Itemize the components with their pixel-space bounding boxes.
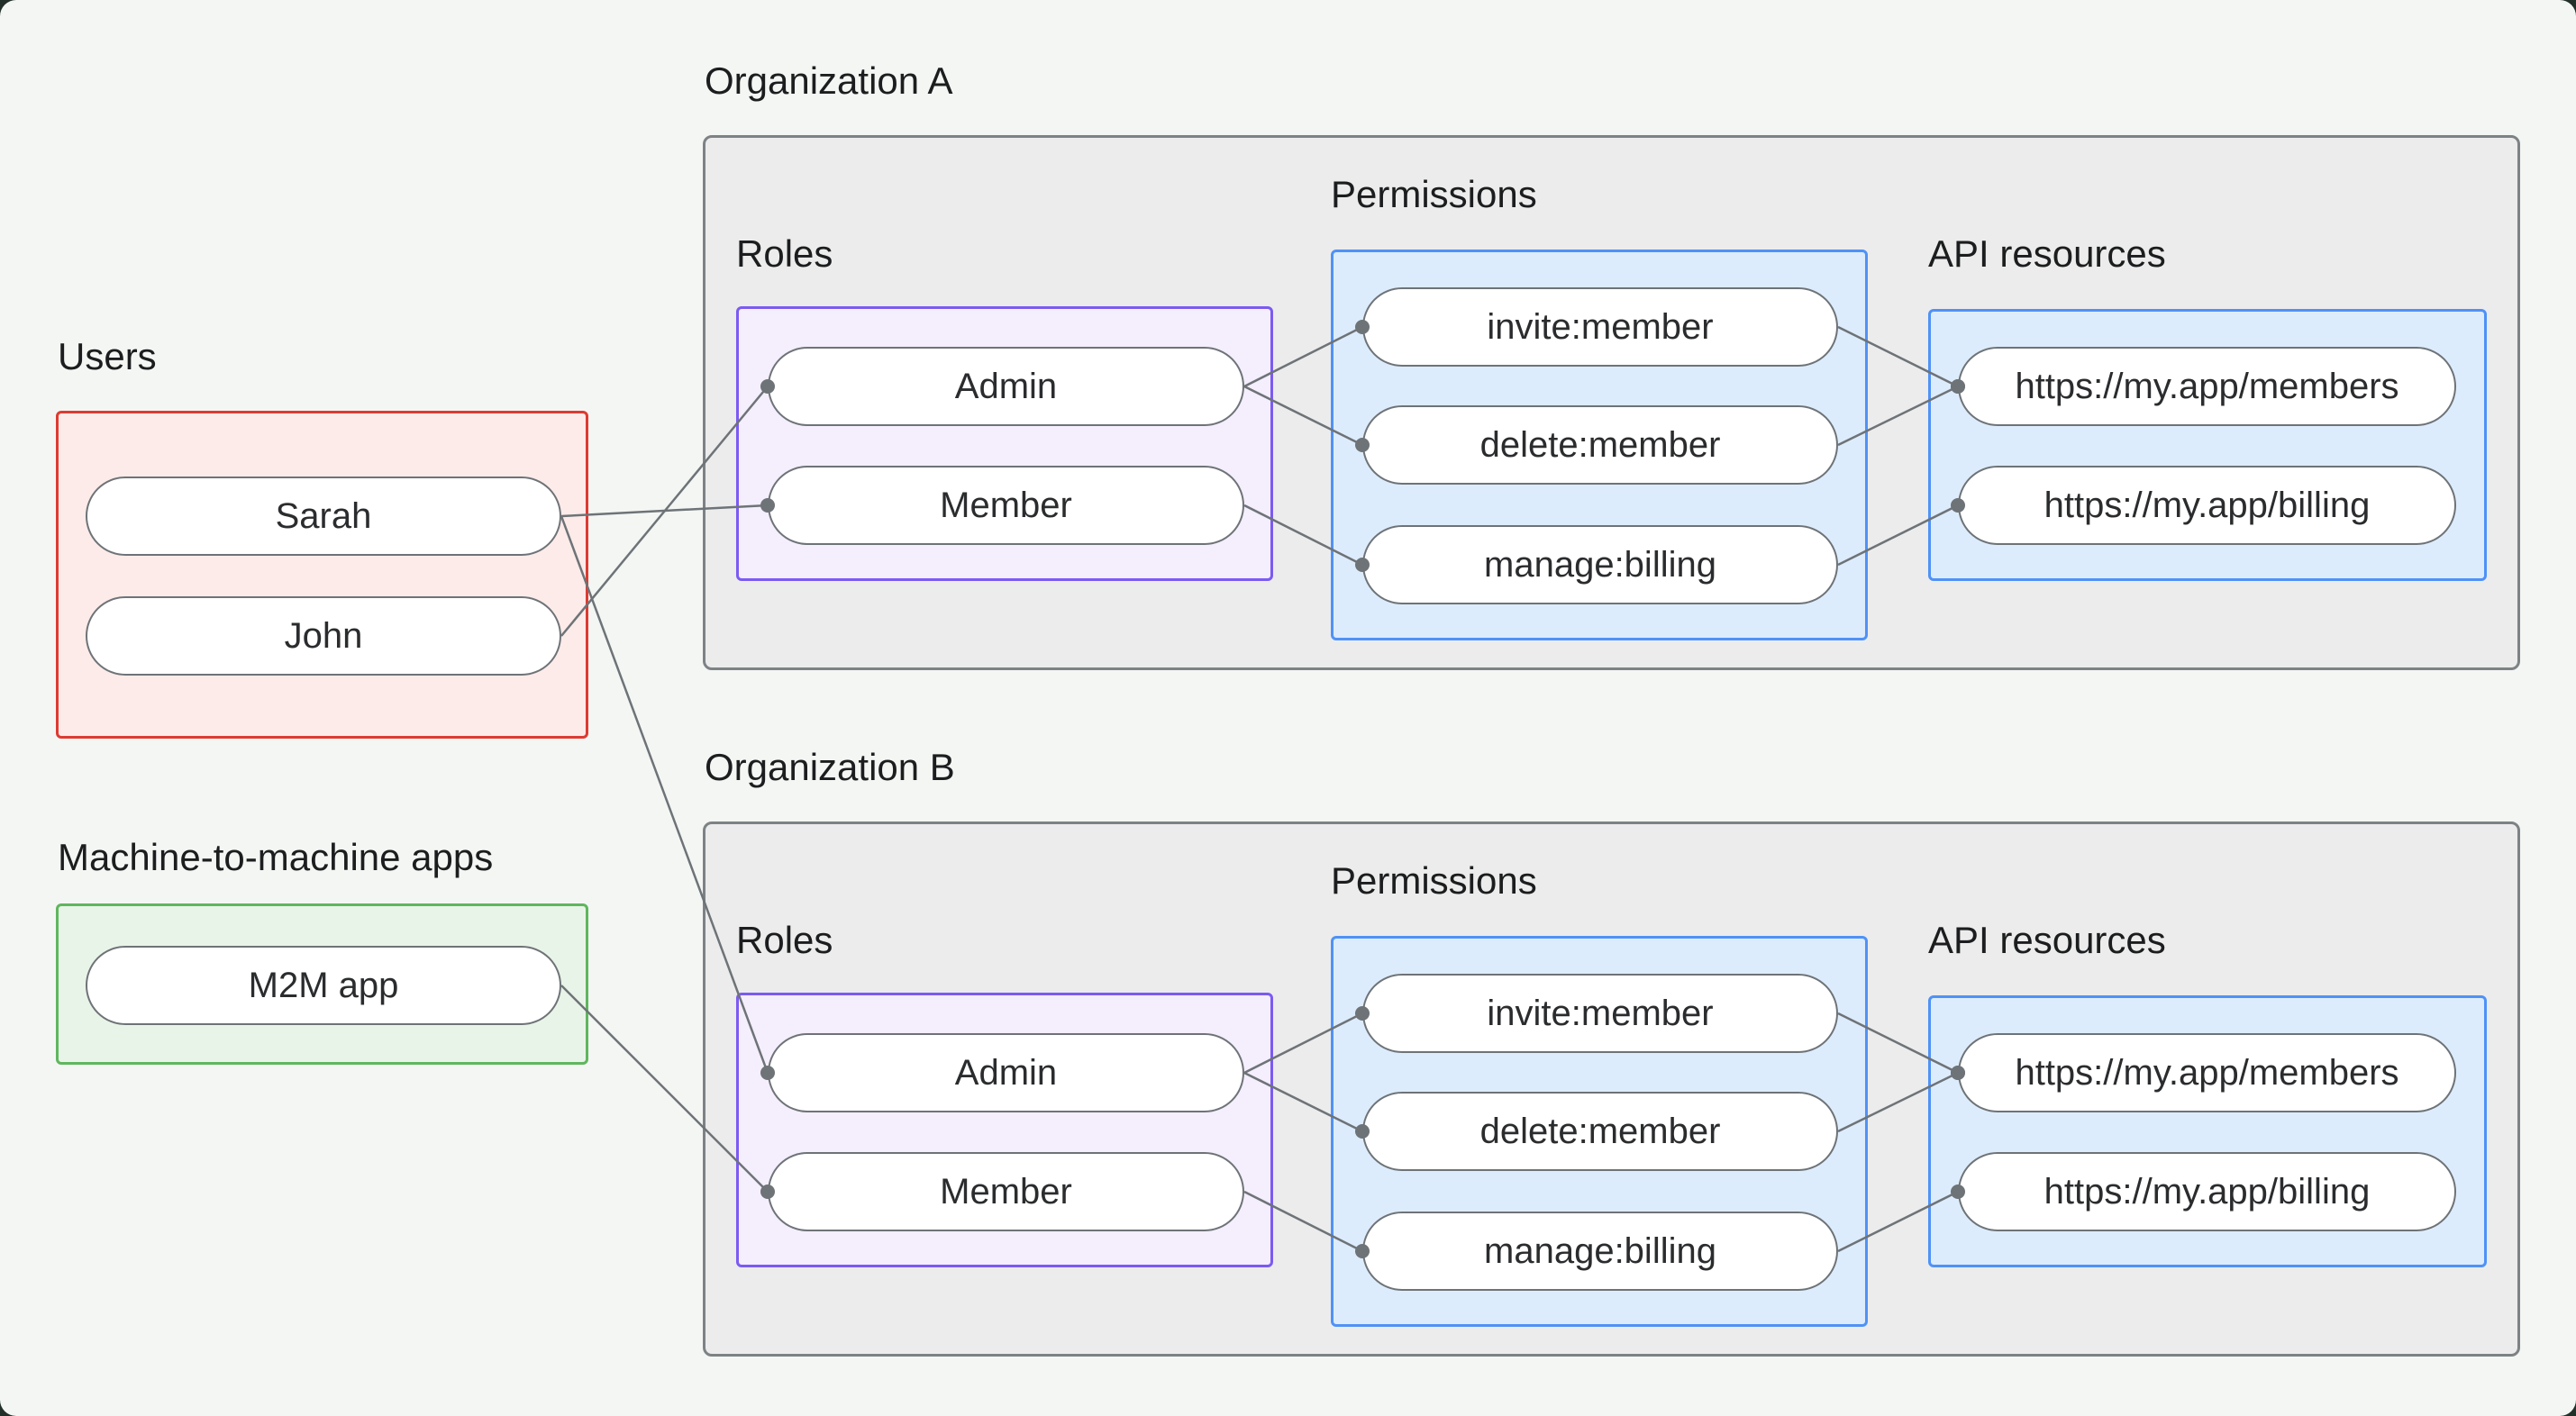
org-b-roles-title: Roles: [736, 919, 833, 961]
org-a-title: Organization A: [705, 59, 953, 102]
org-a-roles-title: Roles: [736, 232, 833, 275]
org-b-api-resources-title: API resources: [1928, 919, 2166, 961]
node-org-b-permission-delete: delete:member: [1362, 1092, 1838, 1171]
org-a-api-resources-title: API resources: [1928, 232, 2166, 275]
node-org-b-api-billing: https://my.app/billing: [1958, 1152, 2456, 1231]
node-m2m-app: M2M app: [86, 946, 561, 1025]
org-a-permissions-title: Permissions: [1331, 173, 1537, 215]
users-group-title: Users: [58, 335, 157, 377]
node-org-b-permission-invite: invite:member: [1362, 974, 1838, 1053]
node-org-a-permission-manage: manage:billing: [1362, 525, 1838, 604]
node-user-john: John: [86, 596, 561, 676]
node-org-b-role-member: Member: [768, 1152, 1244, 1231]
m2m-group-title: Machine-to-machine apps: [58, 836, 494, 878]
node-org-a-role-member: Member: [768, 466, 1244, 545]
node-org-a-api-billing: https://my.app/billing: [1958, 466, 2456, 545]
node-org-a-permission-invite: invite:member: [1362, 287, 1838, 367]
node-org-b-role-admin: Admin: [768, 1033, 1244, 1112]
node-user-sarah: Sarah: [86, 477, 561, 556]
node-org-a-permission-delete: delete:member: [1362, 405, 1838, 485]
node-org-b-api-members: https://my.app/members: [1958, 1033, 2456, 1112]
node-org-a-role-admin: Admin: [768, 347, 1244, 426]
node-org-a-api-members: https://my.app/members: [1958, 347, 2456, 426]
node-org-b-permission-manage: manage:billing: [1362, 1212, 1838, 1291]
users-group-box: [56, 411, 588, 739]
org-b-title: Organization B: [705, 746, 955, 788]
org-b-permissions-title: Permissions: [1331, 859, 1537, 902]
